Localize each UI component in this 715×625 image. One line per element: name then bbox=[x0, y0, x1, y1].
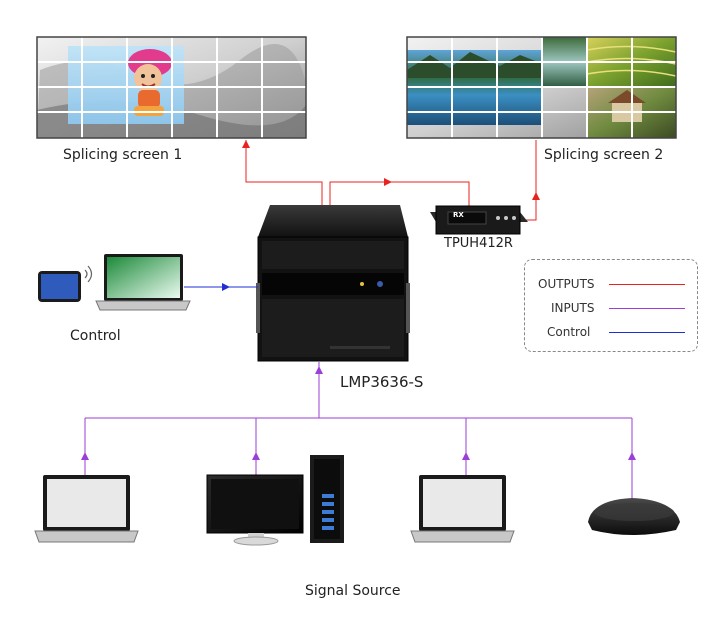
cartoon-character-image bbox=[128, 49, 172, 116]
legend-label: OUTPUTS bbox=[538, 277, 595, 291]
receiver-label: TPUH412R bbox=[444, 236, 513, 251]
legend-swatch-outputs bbox=[609, 284, 685, 285]
legend-item-outputs: OUTPUTS bbox=[525, 276, 697, 294]
output-arrows bbox=[242, 140, 540, 200]
legend: OUTPUTS INPUTS Control bbox=[524, 259, 698, 352]
control-label: Control bbox=[70, 328, 121, 344]
receiver-badge: RX bbox=[453, 211, 464, 219]
legend-label: INPUTS bbox=[551, 301, 595, 315]
input-arrows bbox=[81, 366, 636, 460]
matrix-label: LMP3636-S bbox=[340, 373, 424, 391]
matrix-switcher bbox=[256, 205, 410, 362]
screen1-label: Splicing screen 1 bbox=[63, 147, 183, 163]
control-laptop bbox=[95, 254, 191, 311]
control-line bbox=[184, 283, 258, 291]
signal-source-label: Signal Source bbox=[305, 583, 401, 599]
output-lines bbox=[245, 140, 537, 221]
legend-item-inputs: INPUTS bbox=[525, 300, 697, 318]
source-laptop-2 bbox=[410, 475, 515, 543]
tablet-device bbox=[38, 271, 81, 302]
source-desktop bbox=[206, 455, 344, 546]
splicing-screen-2 bbox=[406, 36, 677, 139]
legend-swatch-control bbox=[609, 332, 685, 333]
legend-item-control: Control bbox=[525, 324, 697, 342]
source-media-box bbox=[588, 498, 680, 535]
wifi-icon bbox=[84, 265, 93, 283]
screen2-label: Splicing screen 2 bbox=[544, 147, 664, 163]
source-laptop-1 bbox=[34, 475, 139, 543]
receiver-device bbox=[430, 205, 528, 235]
legend-swatch-inputs bbox=[609, 308, 685, 309]
splicing-screen-1 bbox=[36, 36, 307, 139]
legend-label: Control bbox=[547, 325, 591, 339]
